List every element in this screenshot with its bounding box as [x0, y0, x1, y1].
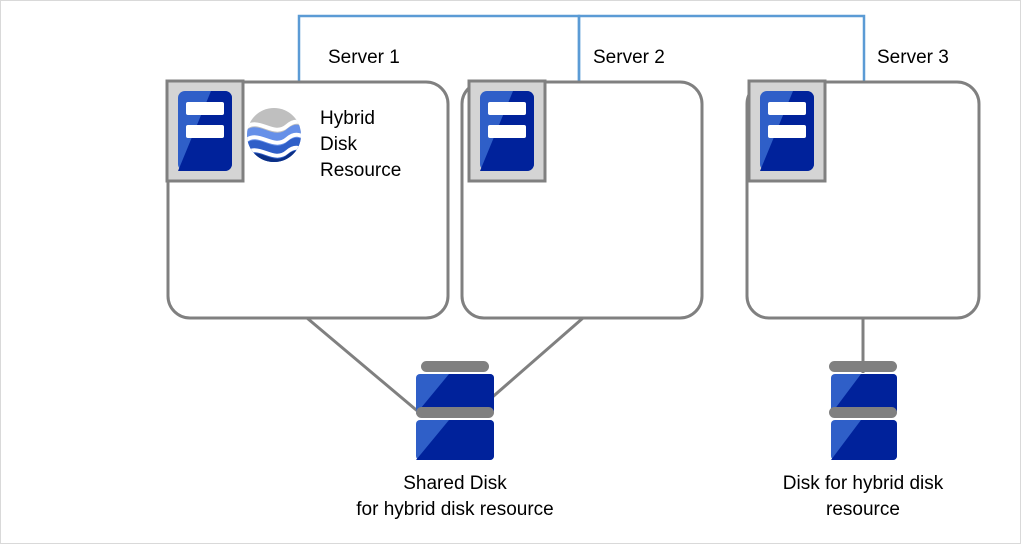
- connector-lines: [306, 316, 865, 416]
- shared-disk-caption-line-2: for hybrid disk resource: [356, 499, 554, 520]
- disk-stack-icon[interactable]: [416, 361, 494, 460]
- server-2-frame: [577, 14, 866, 83]
- shared-disk-caption-line-1: Shared Disk: [403, 473, 507, 494]
- hybrid-disk-caption-line-2: resource: [826, 499, 900, 520]
- disk-stack-icon[interactable]: [829, 361, 897, 460]
- server-1-label: Server 1: [328, 47, 400, 68]
- server-2-label: Server 2: [593, 47, 665, 68]
- hybrid-disk-caption-line-1: Disk for hybrid disk: [782, 473, 944, 494]
- server-3-label: Server 3: [877, 47, 949, 68]
- server-icon[interactable]: [747, 79, 827, 183]
- server-icon[interactable]: [165, 79, 245, 183]
- hybrid-disk-resource-label: Hybrid Disk Resource: [320, 108, 402, 181]
- server-icon[interactable]: [467, 79, 547, 183]
